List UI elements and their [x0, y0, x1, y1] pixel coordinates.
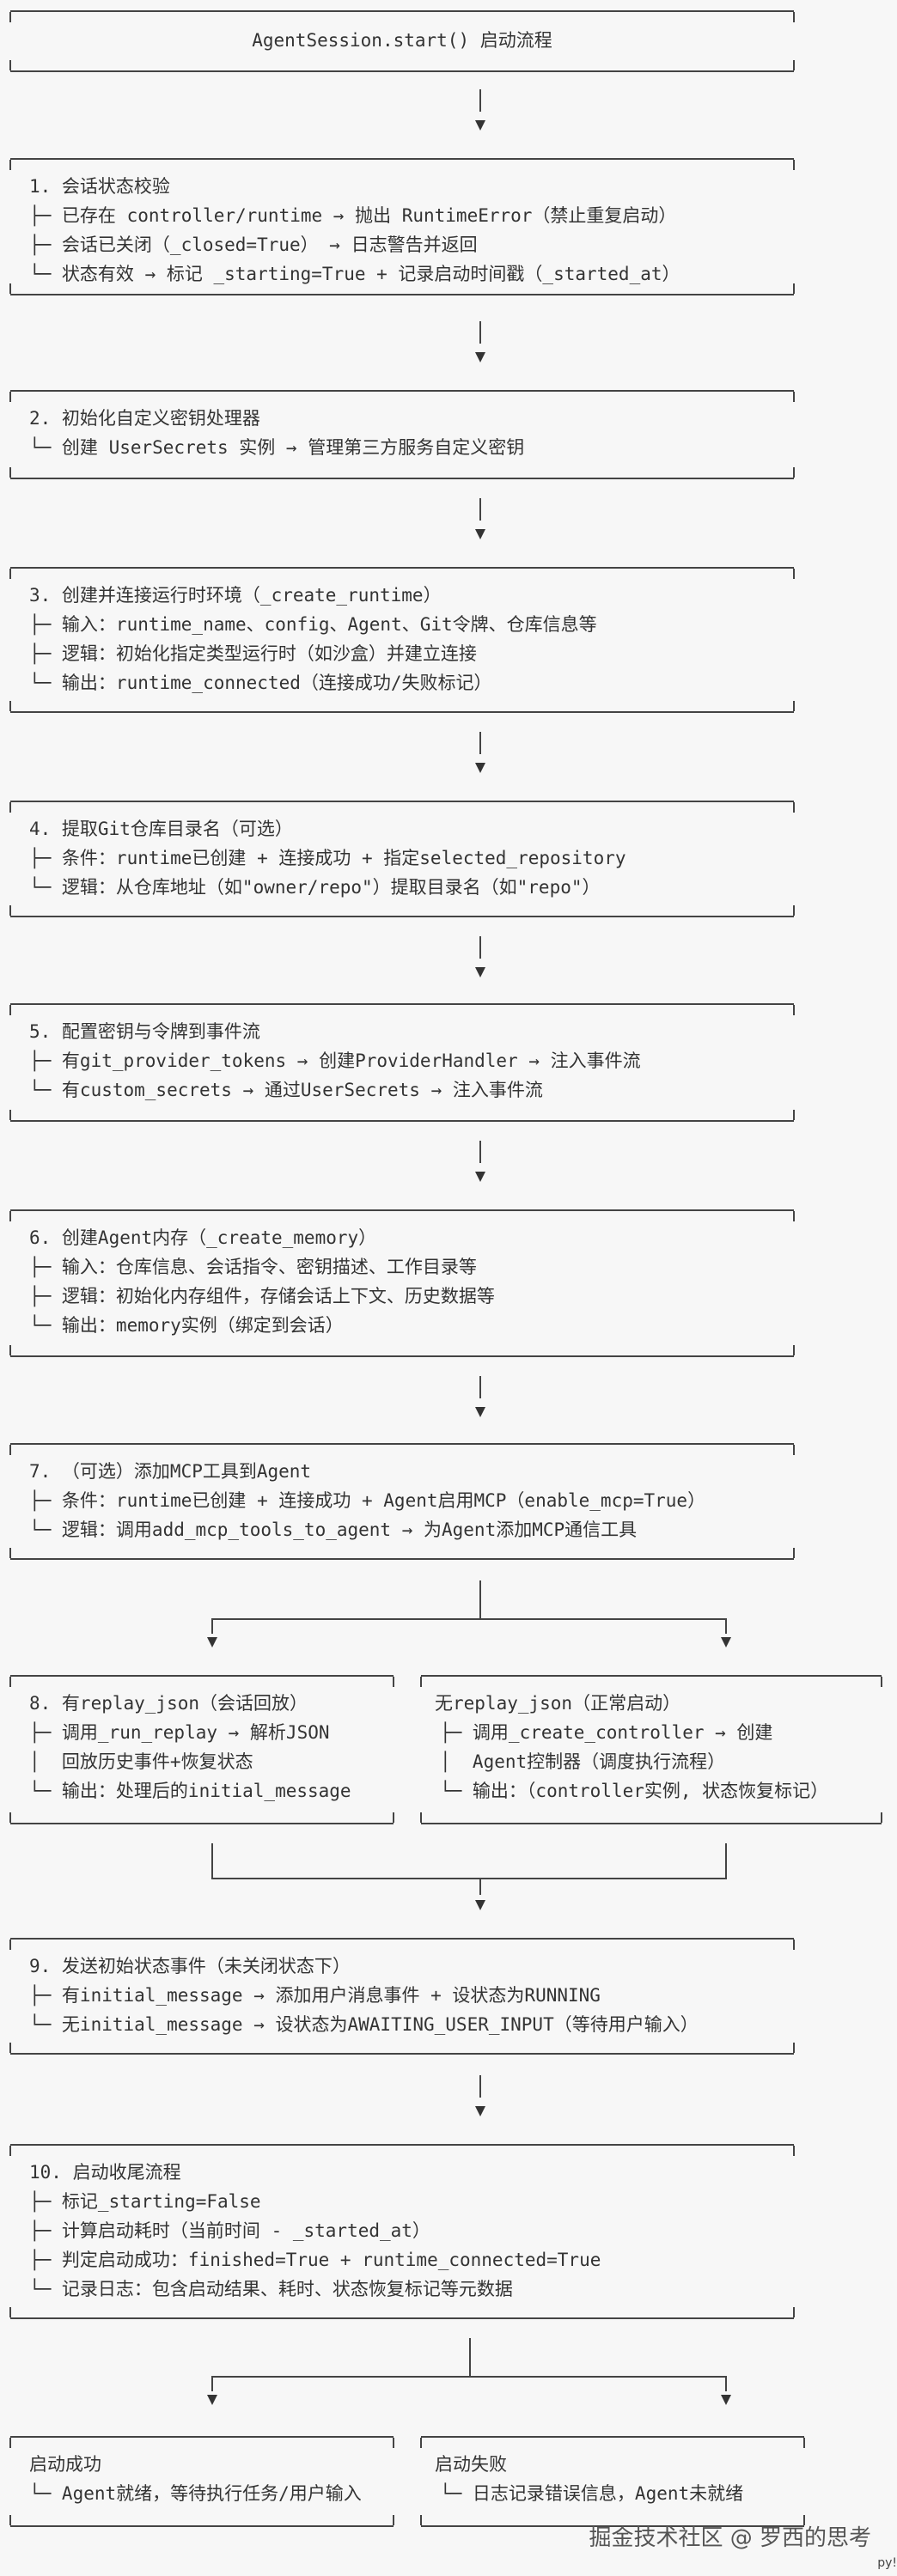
connector [469, 2338, 471, 2376]
connector [211, 1618, 213, 1634]
arrow-down-icon [475, 2106, 485, 2116]
start-title: AgentSession.start() 启动流程 [252, 30, 552, 51]
arrow-down-icon [475, 1172, 485, 1182]
connector [479, 1376, 481, 1398]
start-failure-box: 启动失败 └─ 日志记录错误信息，Agent未就绪 [420, 2436, 805, 2527]
replay-branch-box: 8. 有replay_json（会话回放） ├─ 调用_run_replay →… [9, 1675, 394, 1824]
step-7-box: 7. （可选）添加MCP工具到Agent ├─ 条件：runtime已创建 + … [9, 1443, 795, 1560]
connector [479, 1878, 481, 1895]
step-5-box: 5. 配置密钥与令牌到事件流 ├─ 有git_provider_tokens →… [9, 1003, 795, 1122]
watermark: 掘金技术社区 @ 罗西的思考 [589, 2525, 871, 2551]
connector [479, 936, 481, 959]
connector [725, 1843, 727, 1878]
arrow-down-icon [721, 2395, 731, 2405]
connector [211, 2376, 213, 2391]
step-line: └─ 输出：memory实例（绑定到会话） [29, 1315, 344, 1336]
step-line: ├─ 标记_starting=False [29, 2191, 261, 2212]
step-line: ├─ 条件：runtime已创建 + 连接成功 + 指定selected_rep… [29, 848, 626, 868]
step-title: 10. 启动收尾流程 [29, 2162, 181, 2183]
end-line: └─ 日志记录错误信息，Agent未就绪 [440, 2483, 744, 2504]
step-line: ├─ 计算启动耗时（当前时间 - _started_at） [29, 2220, 430, 2241]
step-title: 7. （可选）添加MCP工具到Agent [29, 1461, 312, 1482]
connector [479, 321, 481, 344]
step-line: ├─ 逻辑：初始化指定类型运行时（如沙盒）并建立连接 [29, 643, 477, 664]
step-line: └─ 逻辑：调用add_mcp_tools_to_agent → 为Agent添… [29, 1519, 638, 1540]
end-title: 启动成功 [29, 2454, 101, 2475]
step-line: ├─ 条件：runtime已创建 + 连接成功 + Agent启用MCP（ena… [29, 1490, 706, 1511]
step-title: 9. 发送初始状态事件（未关闭状态下） [29, 1956, 351, 1976]
connector [211, 1843, 213, 1878]
step-line: ├─ 有git_provider_tokens → 创建ProviderHand… [29, 1050, 641, 1071]
step-line: └─ 逻辑：从仓库地址（如"owner/repo"）提取目录名（如"repo"） [29, 877, 601, 898]
step-line: ├─ 判定启动成功：finished=True + runtime_connec… [29, 2250, 601, 2270]
step-line: ├─ 会话已关闭（_closed=True） → 日志警告并返回 [29, 234, 478, 255]
step-line: ├─ 逻辑：初始化内存组件，存储会话上下文、历史数据等 [29, 1286, 495, 1306]
end-line: └─ Agent就绪，等待执行任务/用户输入 [29, 2483, 362, 2504]
step-title: 6. 创建Agent内存（_create_memory） [29, 1227, 377, 1248]
connector [479, 2075, 481, 2098]
arrow-down-icon [721, 1637, 731, 1647]
step-line: ├─ 已存在 controller/runtime → 抛出 RuntimeEr… [29, 205, 677, 226]
start-box: AgentSession.start() 启动流程 [9, 10, 795, 72]
branch-line [211, 1618, 727, 1620]
step-line: └─ 无initial_message → 设状态为AWAITING_USER_… [29, 2014, 699, 2035]
step-2-box: 2. 初始化自定义密钥处理器 └─ 创建 UserSecrets 实例 → 管理… [9, 390, 795, 479]
step-3-box: 3. 创建并连接运行时环境（_create_runtime） ├─ 输入：run… [9, 567, 795, 713]
step-1-box: 1. 会话状态校验 ├─ 已存在 controller/runtime → 抛出… [9, 158, 795, 295]
arrow-down-icon [475, 120, 485, 131]
branch-title: 无replay_json（正常启动） [435, 1693, 681, 1714]
step-line: └─ 创建 UserSecrets 实例 → 管理第三方服务自定义密钥 [29, 437, 525, 458]
connector [479, 1141, 481, 1163]
step-line: └─ 记录日志：包含启动结果、耗时、状态恢复标记等元数据 [29, 2279, 513, 2299]
connector [725, 2376, 727, 2391]
normal-start-branch-box: 无replay_json（正常启动） ├─ 调用_create_controll… [420, 1675, 882, 1824]
branch-line-text: │ 回放历史事件+恢复状态 [29, 1751, 253, 1772]
branch-line-text: ├─ 调用_run_replay → 解析JSON [29, 1722, 330, 1743]
start-success-box: 启动成功 └─ Agent就绪，等待执行任务/用户输入 [9, 2436, 394, 2527]
connector [479, 89, 481, 112]
step-line: └─ 输出：runtime_connected（连接成功/失败标记） [29, 673, 492, 693]
merge-line [211, 1878, 727, 1879]
step-title: 3. 创建并连接运行时环境（_create_runtime） [29, 585, 442, 606]
step-line: └─ 有custom_secrets → 通过UserSecrets → 注入事… [29, 1080, 543, 1100]
step-line: └─ 状态有效 → 标记 _starting=True + 记录启动时间戳（_s… [29, 264, 680, 284]
step-line: ├─ 输入：仓库信息、会话指令、密钥描述、工作目录等 [29, 1257, 477, 1277]
step-4-box: 4. 提取Git仓库目录名（可选） ├─ 条件：runtime已创建 + 连接成… [9, 801, 795, 917]
arrow-down-icon [475, 763, 485, 773]
connector [479, 732, 481, 754]
arrow-down-icon [207, 2395, 217, 2405]
connector [725, 1618, 727, 1634]
branch-line-text: └─ 输出：（controller实例, 状态恢复标记） [440, 1781, 829, 1801]
step-line: ├─ 有initial_message → 添加用户消息事件 + 设状态为RUN… [29, 1985, 601, 2006]
corner-text: py! [877, 2556, 897, 2570]
arrow-down-icon [475, 529, 485, 539]
step-9-box: 9. 发送初始状态事件（未关闭状态下） ├─ 有initial_message … [9, 1938, 795, 2055]
step-line: ├─ 输入：runtime_name、config、Agent、Git令牌、仓库… [29, 614, 597, 635]
arrow-down-icon [475, 1900, 485, 1910]
branch-line-text: └─ 输出：处理后的initial_message [29, 1781, 351, 1801]
branch-line [211, 2376, 727, 2378]
arrow-down-icon [475, 1407, 485, 1417]
step-6-box: 6. 创建Agent内存（_create_memory） ├─ 输入：仓库信息、… [9, 1209, 795, 1357]
step-10-box: 10. 启动收尾流程 ├─ 标记_starting=False ├─ 计算启动耗… [9, 2144, 795, 2319]
arrow-down-icon [207, 1637, 217, 1647]
arrow-down-icon [475, 352, 485, 362]
arrow-down-icon [475, 967, 485, 977]
branch-line-text: │ Agent控制器（调度执行流程） [440, 1751, 726, 1772]
step-title: 2. 初始化自定义密钥处理器 [29, 408, 260, 429]
connector [479, 1580, 481, 1618]
step-title: 4. 提取Git仓库目录名（可选） [29, 819, 293, 839]
end-title: 启动失败 [435, 2454, 507, 2475]
step-title: 5. 配置密钥与令牌到事件流 [29, 1021, 260, 1042]
branch-line-text: ├─ 调用_create_controller → 创建 [440, 1722, 773, 1743]
connector [479, 498, 481, 521]
step-title: 1. 会话状态校验 [29, 176, 170, 197]
branch-title: 8. 有replay_json（会话回放） [29, 1693, 308, 1714]
